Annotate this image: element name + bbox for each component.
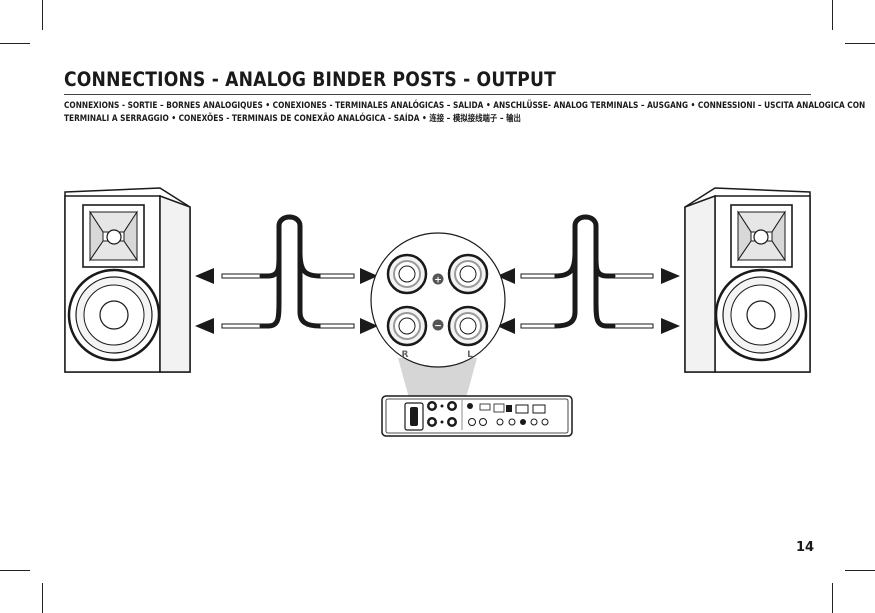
right-speaker-cable [497,217,680,334]
channel-label-right: R [402,350,409,360]
right-speaker [683,186,812,374]
svg-text:−: − [434,322,442,332]
crop-mark [42,583,43,613]
binder-post-left-minus [447,305,489,347]
title-divider [64,94,811,95]
crop-mark [845,570,875,571]
binder-post-right-minus [386,305,428,347]
crop-mark [832,583,833,613]
page-title: CONNECTIONS - ANALOG BINDER POSTS - OUTP… [64,68,557,91]
subtitle-line-2: TERMINALI A SERRAGGIO • CONEXÕES - TERMI… [64,114,521,124]
binder-post-zoom: + − R L [370,232,506,368]
page-number: 14 [796,540,815,555]
left-speaker-cable [195,217,378,334]
crop-mark [845,43,875,44]
multilingual-subtitle: CONNEXIONS - SORTIE – BORNES ANALOGIQUES… [64,100,866,126]
subtitle-line-1: CONNEXIONS - SORTIE – BORNES ANALOGIQUES… [64,101,866,111]
amplifier-rear-panel [381,395,573,437]
crop-mark [832,0,833,30]
plus-icon: + [432,273,444,286]
channel-label-left: L [467,350,473,360]
crop-mark [42,0,43,30]
left-speaker [63,186,192,374]
crop-mark [0,43,30,44]
crop-mark [0,570,30,571]
minus-icon: − [432,319,444,332]
binder-post-right-plus [386,253,428,295]
binder-post-left-plus [447,253,489,295]
svg-text:+: + [434,276,442,286]
zoom-funnel [398,358,477,398]
